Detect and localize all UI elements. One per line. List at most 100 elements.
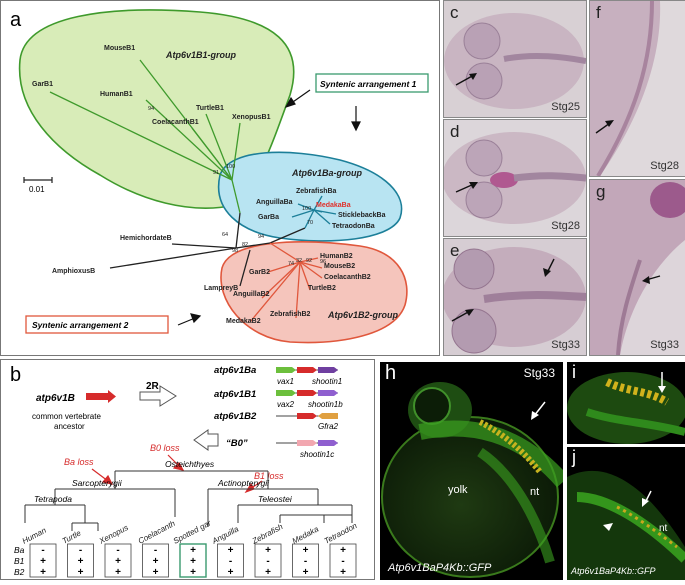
presence-box — [179, 543, 207, 578]
fluorescence-j: j nt Atp6v1BaP4Kb::GFP — [567, 447, 685, 580]
panel-b-border — [0, 359, 375, 580]
micrograph-letter: g — [596, 182, 606, 201]
presence-box — [292, 543, 319, 578]
taxon-label: GarB1 — [32, 81, 53, 88]
presence-mark: + — [265, 567, 271, 578]
presence-mark: - — [341, 556, 344, 567]
taxon-label: TurtleB2 — [308, 285, 336, 292]
bootstrap-label: 100 — [302, 206, 311, 212]
presence-mark: + — [303, 567, 309, 578]
construct-caption: Atp6v1BaP4Kb::GFP — [388, 562, 492, 574]
presence-box — [67, 543, 94, 578]
presence-mark: + — [115, 567, 121, 578]
duplication-label: 2R — [146, 381, 160, 392]
row-label: B1 — [14, 556, 25, 566]
taxon-label: TetraodonBa — [332, 223, 375, 230]
presence-mark: + — [190, 556, 196, 567]
micrograph-letter: f — [596, 3, 601, 22]
neighbor-gene: Gfra2 — [318, 422, 339, 431]
presence-mark: + — [40, 556, 46, 567]
presence-mark: + — [115, 556, 121, 567]
species-tree — [24, 470, 353, 531]
embryo-image — [444, 247, 586, 354]
panel-b-diagram: b atp6v1B common vertebrate ancestor 2R … — [0, 359, 375, 580]
loss-label: B0 loss — [150, 443, 180, 453]
clade-label: Tetrapoda — [34, 494, 72, 504]
clade-label: Osteichthyes — [165, 459, 215, 469]
presence-mark: + — [265, 545, 271, 556]
taxon-label: AnguillaB2 — [233, 291, 270, 298]
taxon-label: MedakaB2 — [226, 318, 261, 325]
scale-bar: 0.01 — [23, 177, 53, 194]
presence-box — [329, 543, 357, 578]
presence-mark: + — [78, 567, 84, 578]
gene-arrow-red-head — [108, 390, 116, 403]
clade-label: Actinopterygii — [217, 478, 270, 488]
taxon-label: HumanB1 — [100, 91, 133, 98]
lineage-arrow — [193, 429, 219, 451]
bootstrap-label: 92 — [306, 258, 312, 264]
presence-mark: - — [229, 556, 232, 567]
panel-b-letter: b — [10, 364, 21, 386]
row-label: Ba — [14, 545, 25, 555]
presence-mark: + — [153, 556, 159, 567]
taxon-label: ZebrafishB2 — [270, 311, 311, 318]
presence-mark: - — [79, 545, 82, 556]
paralog-label: “B0” — [226, 438, 248, 449]
syntenic-label-1: Syntenic arrangement 1 — [320, 79, 417, 89]
bootstrap-label: 94 — [258, 234, 264, 240]
taxon-label: CoelacanthB2 — [324, 274, 371, 281]
presence-mark: + — [340, 567, 346, 578]
taxon-label: SticklebackBa — [338, 212, 386, 219]
stage-label: Stg28 — [551, 220, 580, 232]
bootstrap-values: 94 91 100 82 98 94 100 74 92 64 70 32 96 — [148, 106, 326, 267]
b2-group-region — [220, 241, 408, 344]
construct-caption: Atp6v1BaP4Kb::GFP — [571, 566, 656, 576]
presence-mark: - — [304, 556, 307, 567]
taxon-label: TurtleB1 — [196, 105, 224, 112]
stage-label: Stg33 — [551, 339, 580, 351]
taxon-label: GarB2 — [249, 269, 270, 276]
embryo-image — [590, 180, 685, 355]
presence-mark: - — [266, 556, 269, 567]
taxon-label: ZebrafishBa — [296, 188, 337, 195]
taxon-label: XenopusB1 — [232, 114, 271, 121]
micrograph-f: f Stg28 — [589, 0, 685, 177]
panel-a-letter: a — [10, 9, 22, 31]
bootstrap-label: 91 — [213, 170, 219, 176]
presence-box — [29, 543, 57, 578]
b1-branches — [49, 59, 241, 214]
loss-arrows — [91, 454, 263, 494]
panel-a-tree: a — [0, 0, 440, 356]
gene-arrow-red — [86, 393, 108, 400]
gfp-embryo-image — [567, 372, 685, 444]
gfp-embryo-image — [567, 470, 685, 580]
nt-label: nt — [659, 523, 668, 534]
syntenic-label-2: Syntenic arrangement 2 — [32, 320, 129, 330]
stage-label: Stg25 — [551, 101, 580, 113]
taxon-label-medaka: MedakaBa — [316, 202, 351, 209]
stage-label: Stg28 — [650, 160, 679, 172]
presence-mark: + — [78, 556, 84, 567]
bootstrap-label: 96 — [320, 259, 326, 265]
nt-label: nt — [530, 486, 540, 498]
presence-box — [104, 543, 132, 578]
bootstrap-label: 74 — [288, 261, 294, 267]
embryo-image — [590, 1, 661, 176]
bootstrap-label: 82 — [242, 242, 248, 248]
embryo-image — [444, 132, 586, 224]
ba-group-region — [217, 151, 403, 242]
fluorescence-i: i — [567, 362, 685, 444]
syntenic-arrows — [177, 89, 361, 326]
stage-label: Stg33 — [650, 339, 679, 351]
presence-mark: - — [41, 545, 44, 556]
presence-mark: + — [303, 545, 309, 556]
paralog-label: atp6v1B1 — [214, 389, 256, 400]
synteny-gene-arrows — [276, 367, 338, 446]
b2-group-title: Atp6v1B2-group — [327, 310, 399, 320]
fluorescence-letter: h — [385, 362, 397, 384]
presence-mark: + — [228, 545, 234, 556]
ancestor-caption-1: common vertebrate — [32, 412, 101, 421]
scale-label: 0.01 — [29, 185, 45, 194]
duplication-arrow — [139, 385, 177, 407]
